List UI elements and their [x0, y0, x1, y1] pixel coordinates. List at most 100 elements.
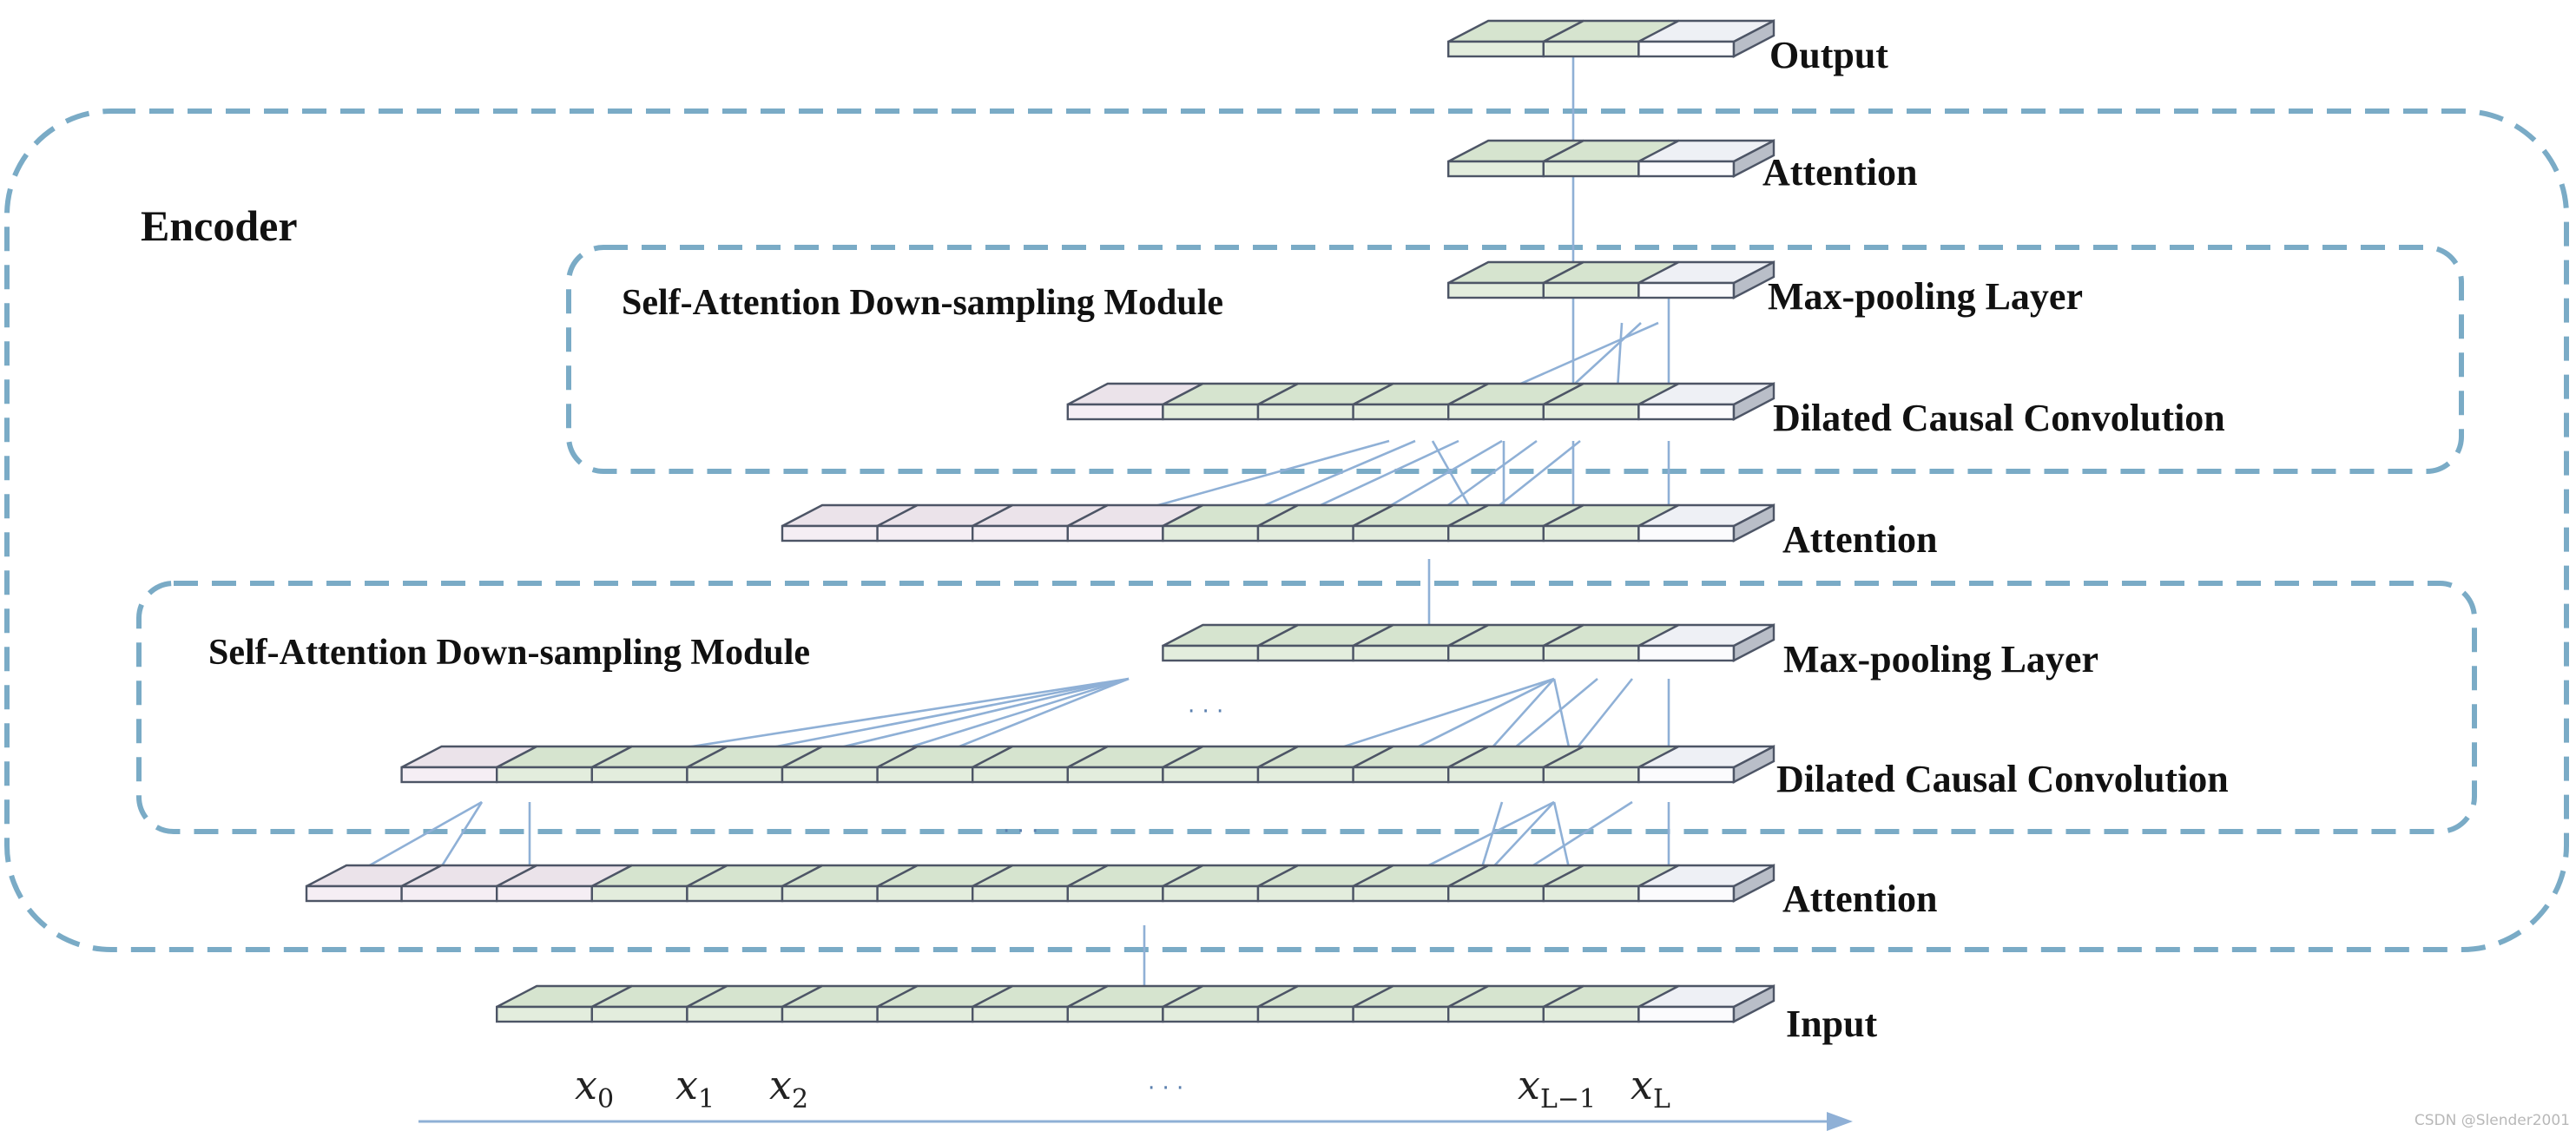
cell-green: [496, 766, 594, 784]
cell-green: [781, 884, 879, 903]
ellipsis-dilated: · · ·: [1003, 819, 1038, 845]
cell-green: [1256, 644, 1354, 662]
layer-label-attention-top: Attention: [1762, 151, 1917, 194]
input-index-x1: x1: [675, 1062, 715, 1115]
layer-label-maxpool-upper: Max-pooling Layer: [1768, 275, 2083, 318]
cell-green: [1446, 160, 1545, 178]
cell-green: [1162, 524, 1260, 542]
layer-dilated-1: [400, 745, 1776, 784]
cell-green: [1256, 403, 1354, 421]
layer-stack: [305, 19, 1776, 1023]
cell-green: [686, 1005, 784, 1023]
layer-label-output: Output: [1769, 34, 1888, 76]
layer-side-face: [1732, 139, 1776, 178]
time-axis-arrowhead: [1827, 1112, 1853, 1131]
layer-side-face: [1732, 745, 1776, 784]
cell-green: [1446, 281, 1545, 299]
layer-maxpool-1: [1162, 623, 1776, 662]
layer-label-dilated-lower: Dilated Causal Convolution: [1776, 758, 2229, 800]
encoder-label: Encoder: [141, 201, 298, 250]
cell-pink: [496, 884, 594, 903]
cell-pink: [400, 766, 498, 784]
cell-green: [1162, 1005, 1260, 1023]
watermark: CSDN @Slender2001: [2415, 1112, 2570, 1129]
cell-green: [1542, 160, 1640, 178]
index-base: x: [675, 1062, 698, 1108]
cell-green: [1066, 884, 1164, 903]
cell-green: [1066, 1005, 1164, 1023]
cell-green: [1162, 766, 1260, 784]
cell-white: [1637, 403, 1736, 421]
cell-pink: [971, 524, 1069, 542]
cell-green: [1542, 1005, 1640, 1023]
cell-green: [1066, 766, 1164, 784]
cell-green: [1352, 644, 1450, 662]
cell-green: [1352, 403, 1450, 421]
layer-attn-top: [1446, 139, 1776, 178]
index-sub: 2: [792, 1084, 808, 1115]
cell-green: [1542, 766, 1640, 784]
module-box-upper: [566, 245, 2464, 474]
index-base: x: [575, 1062, 597, 1108]
cell-green: [876, 1005, 974, 1023]
cell-green: [590, 766, 688, 784]
cell-green: [1446, 766, 1545, 784]
layer-side-face: [1732, 382, 1776, 421]
cell-white: [1637, 524, 1736, 542]
layer-label-maxpool-lower: Max-pooling Layer: [1783, 638, 2098, 681]
cell-pink: [305, 884, 403, 903]
layer-side-face: [1732, 260, 1776, 299]
index-base: x: [1518, 1062, 1540, 1108]
index-base: x: [769, 1062, 792, 1108]
layer-input: [496, 984, 1776, 1023]
cell-green: [1542, 281, 1640, 299]
layer-attn-mid: [781, 503, 1776, 542]
layer-side-face: [1732, 984, 1776, 1023]
layer-side-face: [1732, 623, 1776, 662]
cell-green: [1256, 524, 1354, 542]
cell-green: [1256, 884, 1354, 903]
layer-label-dilated-upper: Dilated Causal Convolution: [1773, 397, 2225, 439]
cell-pink: [1066, 403, 1164, 421]
cell-green: [876, 884, 974, 903]
cell-pink: [1066, 524, 1164, 542]
cell-pink: [876, 524, 974, 542]
cell-green: [971, 1005, 1069, 1023]
index-sub: 1: [698, 1084, 715, 1115]
cell-green: [1446, 40, 1545, 58]
cell-green: [1542, 403, 1640, 421]
layer-label-attention-mid: Attention: [1782, 518, 1937, 561]
layer-output: [1446, 19, 1776, 58]
module-title-lower: Self-Attention Down-sampling Module: [208, 633, 810, 673]
cell-green: [1352, 1005, 1450, 1023]
layer-attn-bottom: [305, 864, 1776, 903]
cell-green: [781, 766, 879, 784]
input-index-x0: x0: [575, 1062, 614, 1115]
cell-pink: [400, 884, 498, 903]
cell-green: [1256, 766, 1354, 784]
layer-dilated-2: [1066, 382, 1776, 421]
cell-green: [1446, 403, 1545, 421]
cell-green: [1446, 524, 1545, 542]
cell-green: [686, 884, 784, 903]
cell-white: [1637, 160, 1736, 178]
cell-green: [1162, 403, 1260, 421]
cell-white: [1637, 1005, 1736, 1023]
module-title-upper: Self-Attention Down-sampling Module: [622, 283, 1223, 323]
cell-white: [1637, 281, 1736, 299]
input-index-xl-minus-1: xL−1: [1518, 1062, 1596, 1115]
cell-green: [1542, 524, 1640, 542]
cell-green: [1542, 644, 1640, 662]
cell-green: [1256, 1005, 1354, 1023]
index-base: x: [1631, 1062, 1653, 1108]
cell-white: [1637, 884, 1736, 903]
cell-green: [971, 766, 1069, 784]
input-index-xl: xL: [1631, 1062, 1670, 1115]
cell-green: [590, 1005, 688, 1023]
cell-green: [1542, 884, 1640, 903]
encoder-boundary: [4, 108, 2569, 952]
layer-label-attention-bottom: Attention: [1782, 878, 1937, 920]
cell-green: [1446, 884, 1545, 903]
cell-green: [1162, 644, 1260, 662]
